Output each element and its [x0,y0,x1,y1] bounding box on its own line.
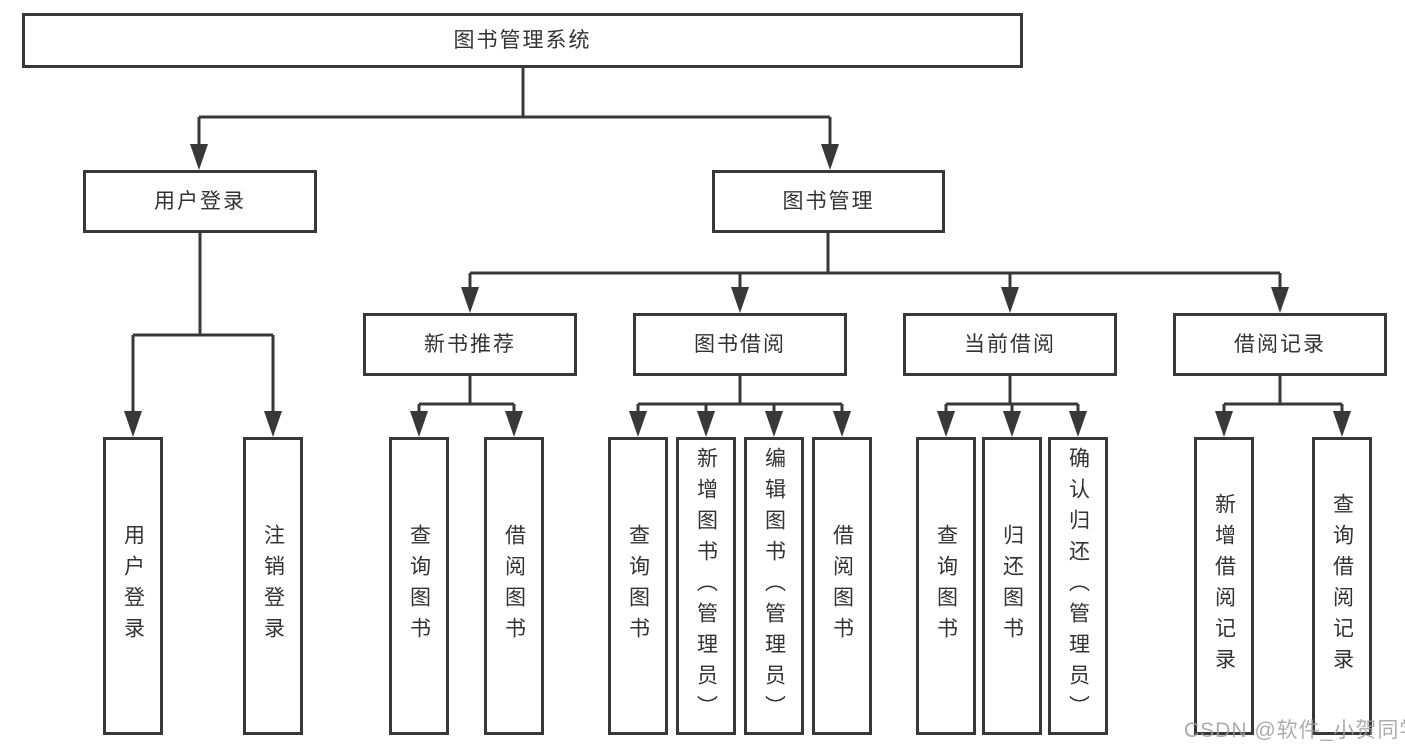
leaf-query-books-current: 查询图书 [916,437,976,735]
leaf-borrow-books-recommend: 借阅图书 [484,437,544,735]
leaf-return-books: 归还图书 [982,437,1042,735]
leaf-user-login: 用户登录 [103,437,163,735]
node-current-borrowing: 当前借阅 [903,313,1117,376]
leaf-query-books-recommend: 查询图书 [389,437,449,735]
node-book-borrowing: 图书借阅 [633,313,847,376]
leaf-add-borrow-record: 新增借阅记录 [1194,437,1254,735]
csdn-watermark: CSDN @软件_小贺同学 [1184,719,1405,742]
leaf-query-books-borrow: 查询图书 [608,437,668,735]
node-library-system-root: 图书管理系统 [22,13,1023,68]
node-new-book-recommendation: 新书推荐 [363,313,577,376]
leaf-confirm-return-admin: 确认归还（管理员） [1048,437,1108,735]
leaf-query-borrow-record: 查询借阅记录 [1312,437,1372,735]
leaf-logout: 注销登录 [243,437,303,735]
leaf-add-books-admin: 新增图书（管理员） [676,437,736,735]
node-book-management: 图书管理 [712,170,945,233]
node-borrowing-records: 借阅记录 [1173,313,1387,376]
node-user-login: 用户登录 [83,170,317,233]
leaf-borrow-books: 借阅图书 [812,437,872,735]
leaf-edit-books-admin: 编辑图书（管理员） [744,437,804,735]
